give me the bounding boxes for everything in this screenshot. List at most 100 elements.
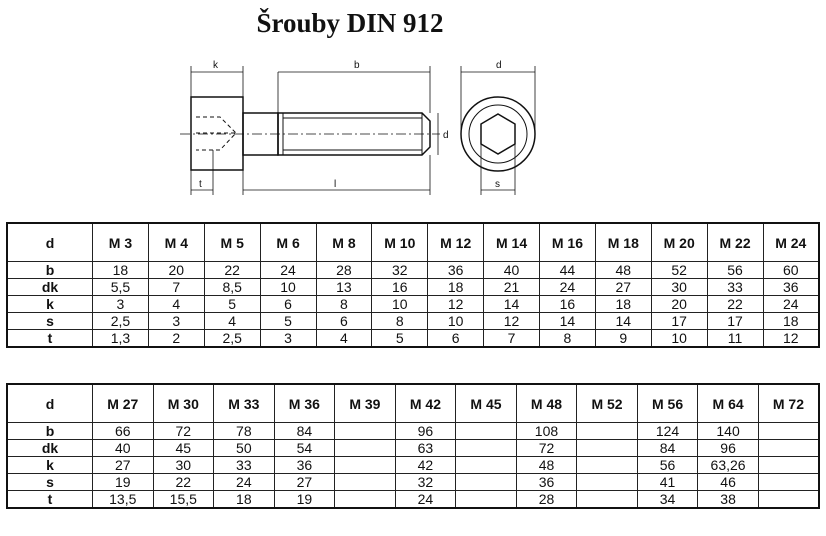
table-cell: 10 <box>371 295 429 313</box>
table-cell <box>576 490 638 509</box>
table-cell <box>576 422 638 440</box>
label-d-end: d <box>496 60 502 71</box>
table-cell: 48 <box>594 261 652 279</box>
table-cell: 84 <box>636 439 699 457</box>
table-cell: 24 <box>213 473 275 491</box>
table-cell: 63,26 <box>697 456 759 474</box>
label-t: t <box>199 179 202 190</box>
table-cell: 4 <box>315 329 373 348</box>
table-cell <box>757 473 820 491</box>
table-cell: 6 <box>427 329 485 348</box>
table-cell: 2,5 <box>92 312 149 330</box>
table-cell: 66 <box>92 422 154 440</box>
table-cell: 30 <box>650 278 708 296</box>
table-cell: 30 <box>152 456 215 474</box>
table-cell: 11 <box>706 329 764 348</box>
table-cell <box>757 439 820 457</box>
table-cell: 72 <box>152 422 215 440</box>
size-header: M 48 <box>515 383 578 423</box>
label-b: b <box>354 60 360 71</box>
table-cell: 33 <box>213 456 275 474</box>
table-cell: 12 <box>427 295 485 313</box>
row-label: t <box>6 490 93 509</box>
table-cell: 18 <box>762 312 820 330</box>
table-cell <box>334 473 396 491</box>
table-cell: 9 <box>594 329 652 348</box>
row-label: dk <box>6 278 93 296</box>
size-header: M 14 <box>483 222 540 262</box>
table-cell: 140 <box>697 422 759 440</box>
table-cell: 18 <box>594 295 652 313</box>
table-cell: 27 <box>594 278 652 296</box>
table-cell: 15,5 <box>152 490 215 509</box>
table-cell: 42 <box>394 456 457 474</box>
table-cell: 3 <box>92 295 149 313</box>
table-cell: 21 <box>483 278 540 296</box>
table-cell: 1,3 <box>92 329 149 348</box>
table-cell: 40 <box>92 439 154 457</box>
table-cell: 50 <box>213 439 275 457</box>
row-label-header: d <box>6 222 93 262</box>
table-cell: 72 <box>515 439 578 457</box>
table-cell: 22 <box>152 473 215 491</box>
table-cell: 8 <box>315 295 373 313</box>
table-cell: 84 <box>273 422 336 440</box>
table-cell: 5 <box>259 312 317 330</box>
table-cell: 5 <box>371 329 429 348</box>
table-cell: 32 <box>394 473 457 491</box>
table-cell: 7 <box>147 278 205 296</box>
table-cell <box>576 473 638 491</box>
table-cell <box>334 422 396 440</box>
size-header: M 36 <box>273 383 336 423</box>
size-header: M 72 <box>757 383 820 423</box>
table-cell <box>455 490 517 509</box>
table-cell <box>455 422 517 440</box>
table-cell: 4 <box>203 312 261 330</box>
screw-drawing: k b d t l d s <box>180 60 536 195</box>
table-cell: 8,5 <box>203 278 261 296</box>
table-cell: 32 <box>371 261 429 279</box>
table-cell: 48 <box>515 456 578 474</box>
size-header: M 18 <box>594 222 652 262</box>
table-cell: 20 <box>147 261 205 279</box>
table-cell: 12 <box>483 312 540 330</box>
table-cell: 12 <box>762 329 820 348</box>
table-cell: 96 <box>394 422 457 440</box>
table-cell: 19 <box>273 490 336 509</box>
table-cell: 34 <box>636 490 699 509</box>
table-cell: 44 <box>539 261 596 279</box>
table-cell: 5 <box>203 295 261 313</box>
row-label: s <box>6 473 93 491</box>
table-cell: 36 <box>515 473 578 491</box>
table-cell <box>576 456 638 474</box>
table-cell: 54 <box>273 439 336 457</box>
size-header: M 12 <box>427 222 485 262</box>
table-cell: 28 <box>315 261 373 279</box>
table-cell: 56 <box>636 456 699 474</box>
table-cell: 124 <box>636 422 699 440</box>
table-cell: 2 <box>147 329 205 348</box>
size-header: M 3 <box>92 222 149 262</box>
table-cell: 40 <box>483 261 540 279</box>
size-header: M 52 <box>576 383 638 423</box>
table-cell: 33 <box>706 278 764 296</box>
table-cell: 46 <box>697 473 759 491</box>
table-cell: 18 <box>92 261 149 279</box>
table-cell: 41 <box>636 473 699 491</box>
table-cell <box>334 456 396 474</box>
table-cell: 45 <box>152 439 215 457</box>
size-header: M 42 <box>394 383 457 423</box>
label-d-side: d <box>443 130 449 141</box>
size-header: M 24 <box>762 222 820 262</box>
size-header: M 56 <box>636 383 699 423</box>
table-cell <box>757 422 820 440</box>
hex-socket <box>480 113 516 155</box>
